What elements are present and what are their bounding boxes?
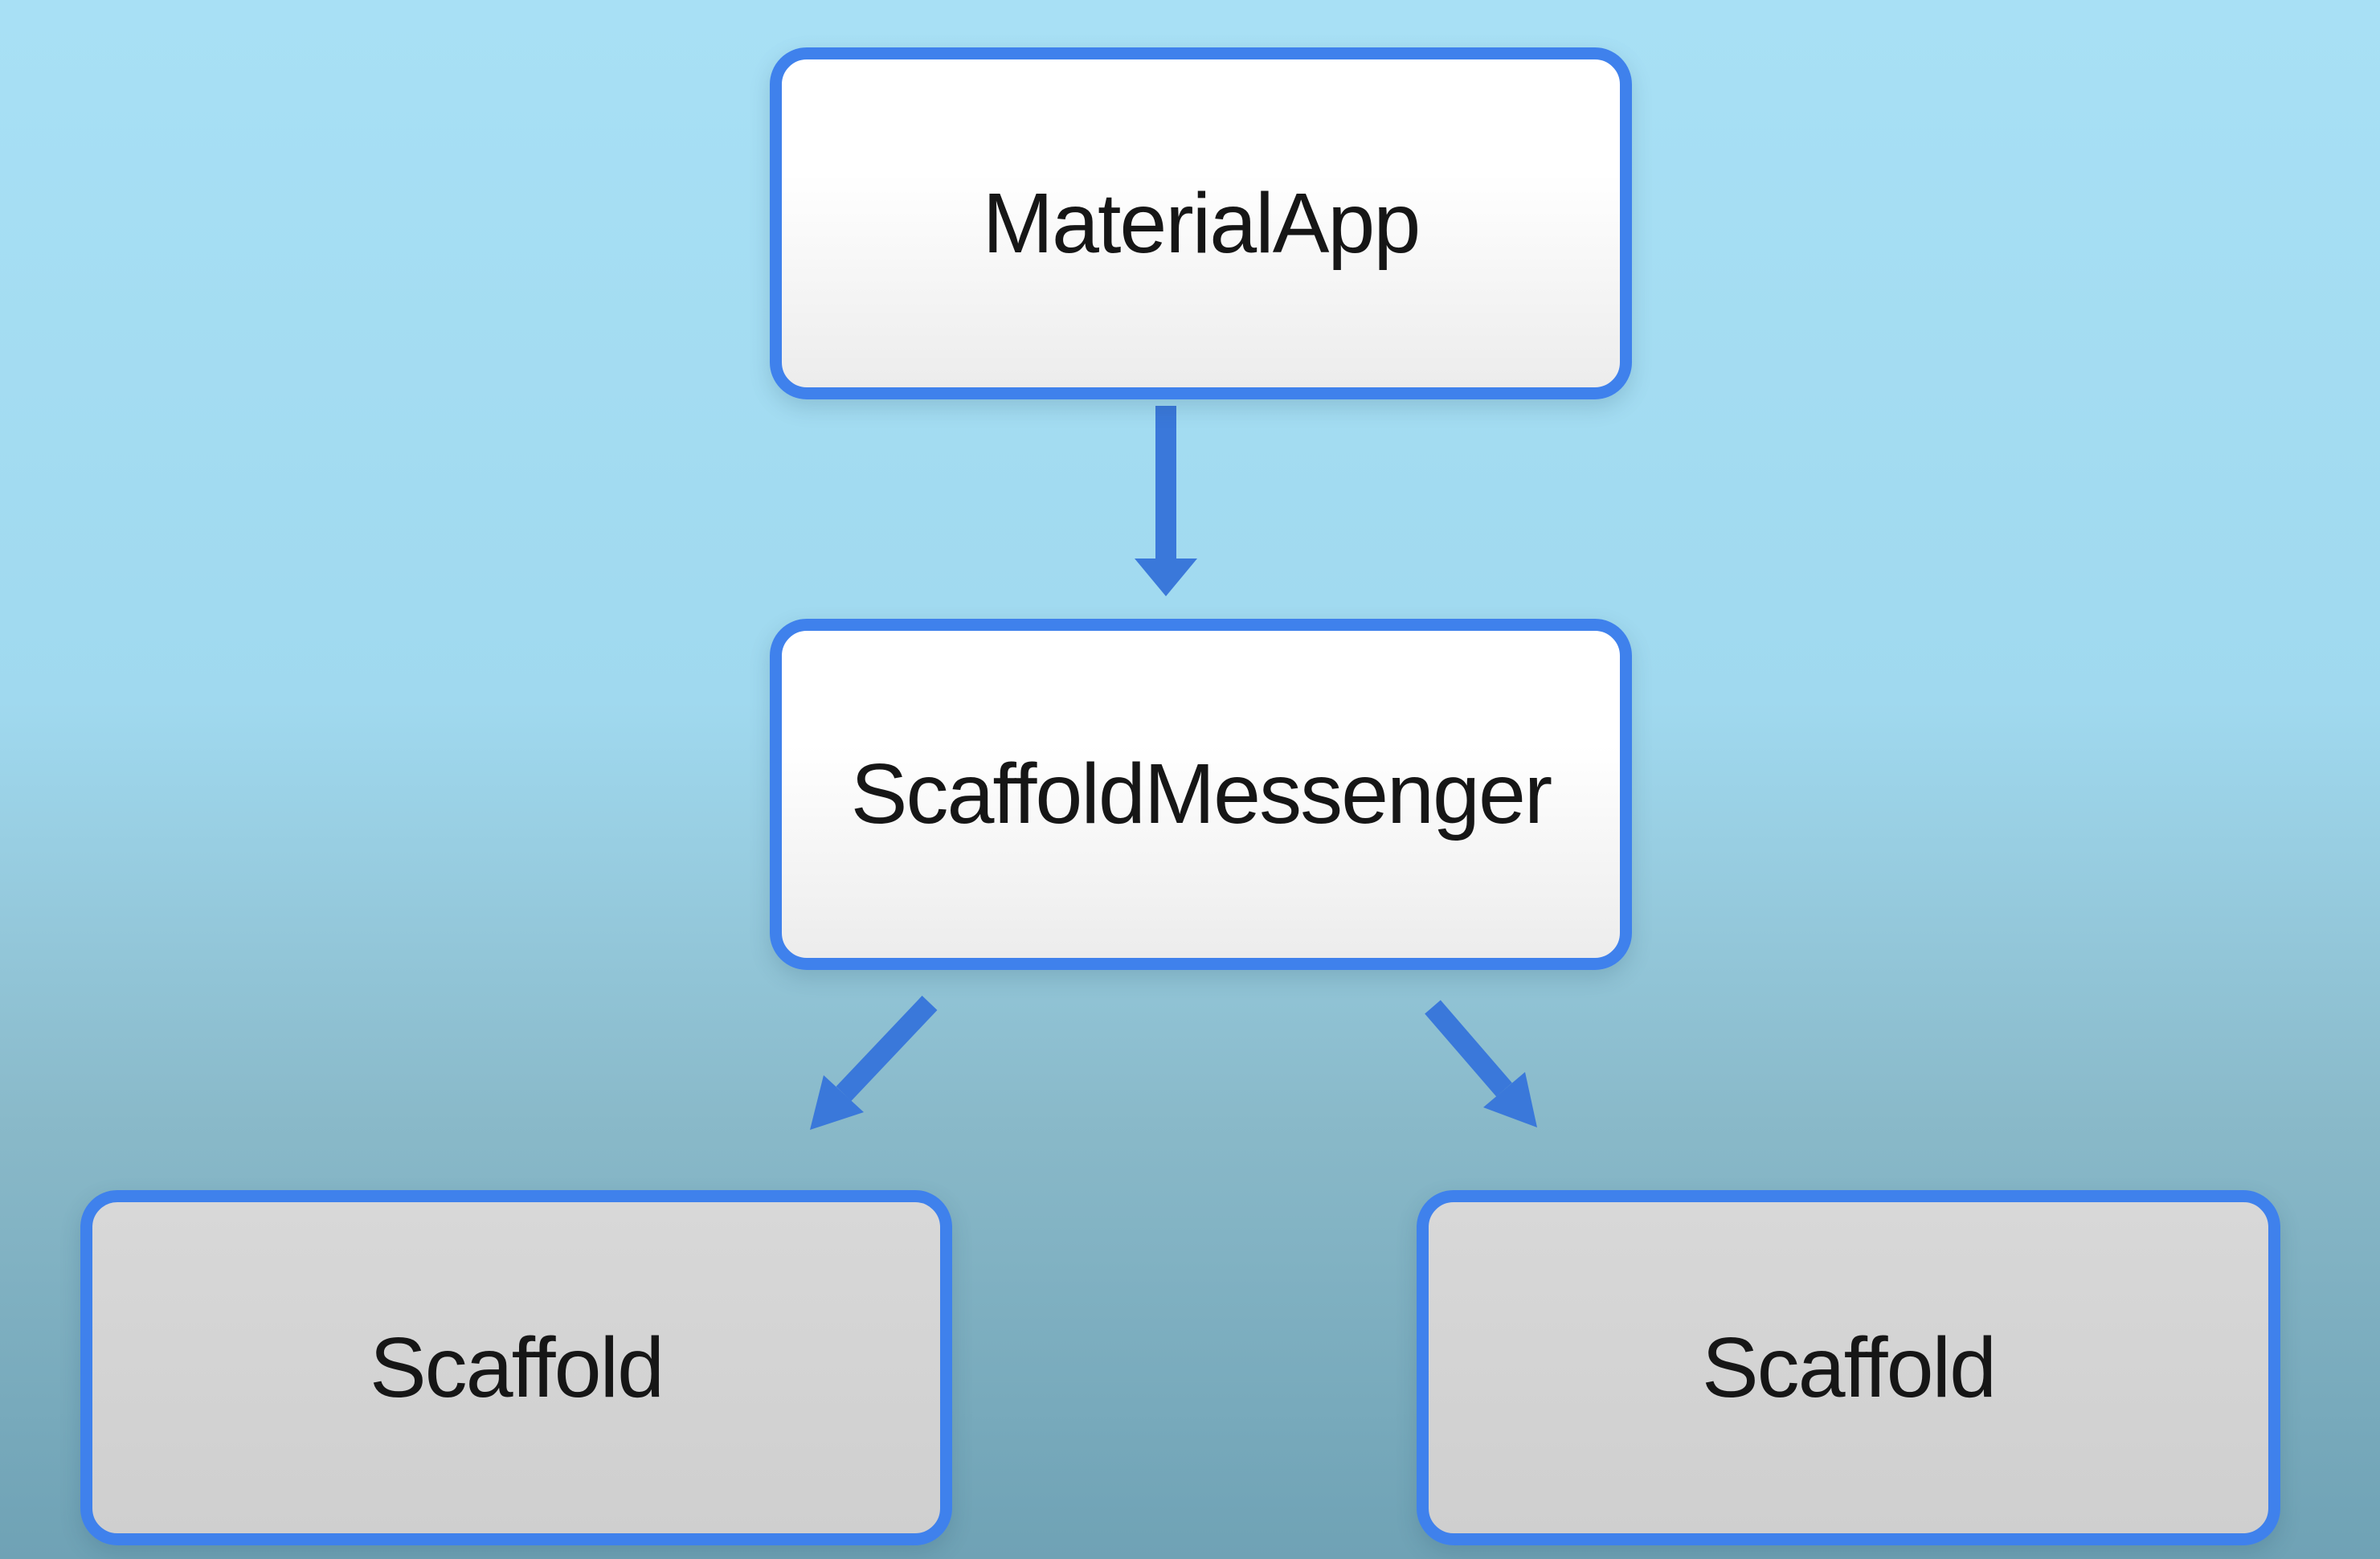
node-materialapp-label: MaterialApp (982, 175, 1421, 271)
node-scaffold-left: Scaffold (80, 1190, 952, 1545)
arrow-down-left-icon (810, 996, 938, 1130)
node-scaffold-right-label: Scaffold (1701, 1320, 1997, 1415)
arrow-down-right-icon (1425, 1000, 1537, 1127)
node-scaffoldmessenger-label: ScaffoldMessenger (850, 747, 1552, 841)
node-materialapp: MaterialApp (770, 47, 1632, 399)
node-scaffold-right: Scaffold (1417, 1190, 2280, 1545)
arrow-down-icon (1135, 406, 1197, 596)
node-scaffoldmessenger: ScaffoldMessenger (770, 619, 1632, 970)
node-scaffold-left-label: Scaffold (369, 1320, 665, 1415)
